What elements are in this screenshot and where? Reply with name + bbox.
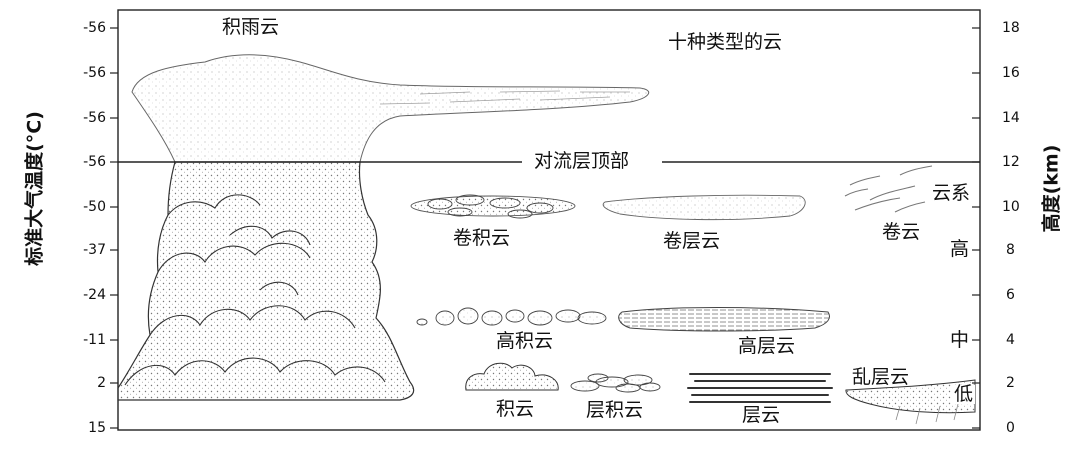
left-tick-label: 2 bbox=[97, 375, 106, 391]
left-axis-title: 标准大气温度(°C) bbox=[23, 111, 46, 266]
cirrostratus-label: 卷层云 bbox=[663, 230, 721, 252]
stratocumulus-cloud bbox=[570, 373, 661, 393]
high-level-label: 高 bbox=[948, 238, 972, 260]
anvil-streaks bbox=[379, 90, 630, 105]
left-tick-label: -56 bbox=[83, 65, 106, 81]
left-tick-label: -37 bbox=[83, 242, 106, 258]
left-tick-label: 15 bbox=[88, 420, 106, 436]
stratus-cloud bbox=[687, 373, 833, 403]
right-tick-label: 16 bbox=[1002, 65, 1020, 81]
cumulonimbus-label: 积雨云 bbox=[222, 16, 280, 38]
middle-level-label: 中 bbox=[948, 329, 972, 351]
left-tick-label: -56 bbox=[83, 20, 106, 36]
altocumulus-label: 高积云 bbox=[496, 330, 554, 352]
cirrostratus-cloud bbox=[602, 194, 806, 221]
stratocumulus-label: 层积云 bbox=[586, 399, 644, 421]
right-axis-title: 高度(km) bbox=[1040, 144, 1063, 233]
left-axis-tick-marks bbox=[110, 27, 118, 429]
diagram-title: 十种类型的云 bbox=[668, 31, 783, 53]
cumulus-cloud bbox=[465, 362, 559, 391]
cumulus-label: 积云 bbox=[496, 398, 535, 420]
right-tick-label: 0 bbox=[1006, 420, 1015, 436]
right-tick-label: 6 bbox=[1006, 287, 1015, 303]
left-tick-label: -50 bbox=[83, 199, 106, 215]
altostratus-cloud bbox=[618, 307, 830, 332]
cirrus-cloud bbox=[844, 165, 933, 213]
altostratus-label: 高层云 bbox=[738, 335, 796, 357]
right-tick-label: 10 bbox=[1002, 199, 1020, 215]
right-tick-label: 18 bbox=[1002, 20, 1020, 36]
altocumulus-cloud bbox=[416, 307, 607, 326]
cloud-family-label: 云系 bbox=[930, 182, 973, 204]
right-tick-label: 4 bbox=[1006, 332, 1015, 348]
left-tick-label: -11 bbox=[83, 332, 106, 348]
right-tick-label: 14 bbox=[1002, 110, 1020, 126]
cirrocumulus-cloud bbox=[410, 194, 576, 219]
left-tick-label: -56 bbox=[83, 154, 106, 170]
right-tick-label: 2 bbox=[1006, 375, 1015, 391]
left-tick-label: -24 bbox=[83, 287, 106, 303]
tropopause-label: 对流层顶部 bbox=[532, 150, 632, 172]
cirrocumulus-label: 卷积云 bbox=[453, 227, 511, 249]
nimbostratus-label: 乱层云 bbox=[852, 366, 910, 388]
cumulonimbus-anvil bbox=[131, 54, 650, 163]
cirrus-label: 卷云 bbox=[882, 221, 921, 243]
nimbostratus-rain bbox=[895, 403, 959, 425]
right-axis-tick-marks bbox=[972, 27, 980, 429]
stratus-label: 层云 bbox=[740, 404, 783, 426]
right-tick-label: 8 bbox=[1006, 242, 1015, 258]
cumulonimbus-billows bbox=[124, 194, 386, 386]
right-tick-label: 12 bbox=[1002, 154, 1020, 170]
plot-frame bbox=[117, 9, 981, 431]
low-level-label: 低 bbox=[952, 383, 976, 405]
cumulonimbus-tower bbox=[117, 161, 415, 401]
nimbostratus-cloud bbox=[845, 379, 976, 414]
left-tick-label: -56 bbox=[83, 110, 106, 126]
